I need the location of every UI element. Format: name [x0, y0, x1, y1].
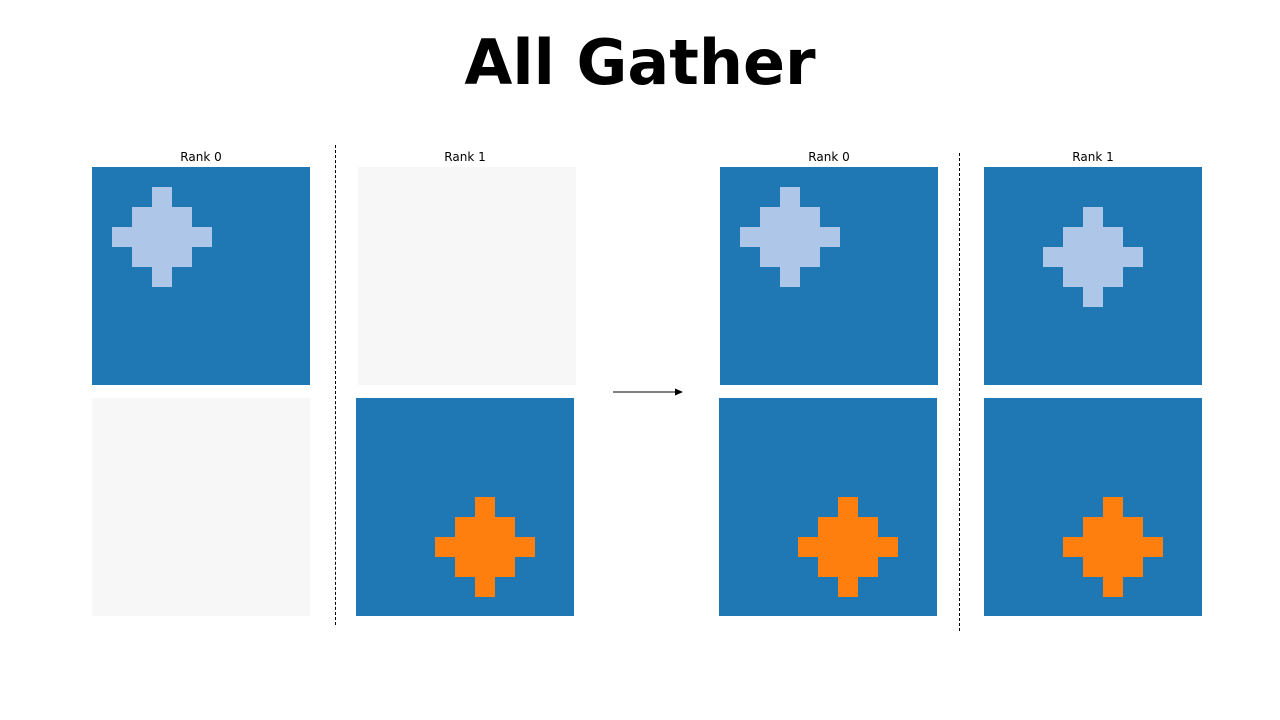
chunk-pixel-row	[152, 267, 172, 287]
before-rank1-label: Rank 1	[444, 150, 486, 164]
before-rank0-label: Rank 0	[180, 150, 222, 164]
light-blue-chunk	[112, 187, 212, 287]
chunk-pixel-row	[1103, 497, 1123, 517]
chunk-pixel-row	[455, 557, 515, 577]
before-rank1-top-tile-empty	[358, 167, 576, 385]
chunk-pixel-row	[780, 267, 800, 287]
before-rank0-top-tile	[92, 167, 310, 385]
before-rank0-bottom-tile-empty	[92, 398, 310, 616]
chunk-pixel-row	[132, 247, 192, 267]
chunk-pixel-row	[798, 537, 898, 557]
light-blue-chunk	[740, 187, 840, 287]
orange-chunk	[1063, 497, 1163, 597]
after-rank-divider	[959, 153, 960, 631]
chunk-pixel-row	[838, 497, 858, 517]
orange-chunk	[435, 497, 535, 597]
after-rank1-label: Rank 1	[1072, 150, 1114, 164]
transition-arrow	[613, 388, 683, 396]
chunk-pixel-row	[455, 517, 515, 537]
chunk-pixel-row	[1083, 557, 1143, 577]
chunk-pixel-row	[475, 577, 495, 597]
chunk-pixel-row	[1083, 287, 1103, 307]
orange-chunk	[798, 497, 898, 597]
chunk-pixel-row	[760, 207, 820, 227]
chunk-pixel-row	[152, 187, 172, 207]
light-blue-chunk	[1043, 207, 1143, 307]
chunk-pixel-row	[1083, 207, 1103, 227]
chunk-pixel-row	[1063, 267, 1123, 287]
before-rank1-bottom-tile	[356, 398, 574, 616]
after-rank1-bottom-tile	[984, 398, 1202, 616]
chunk-pixel-row	[132, 207, 192, 227]
chunk-pixel-row	[818, 557, 878, 577]
after-rank0-bottom-tile	[719, 398, 937, 616]
chunk-pixel-row	[1043, 247, 1143, 267]
chunk-pixel-row	[435, 537, 535, 557]
after-rank0-label: Rank 0	[808, 150, 850, 164]
chunk-pixel-row	[1063, 227, 1123, 247]
after-rank0-top-tile	[720, 167, 938, 385]
chunk-pixel-row	[780, 187, 800, 207]
chunk-pixel-row	[1063, 537, 1163, 557]
before-rank-divider	[335, 145, 336, 625]
chunk-pixel-row	[112, 227, 212, 247]
chunk-pixel-row	[475, 497, 495, 517]
chunk-pixel-row	[740, 227, 840, 247]
chunk-pixel-row	[1083, 517, 1143, 537]
chunk-pixel-row	[1103, 577, 1123, 597]
after-rank1-top-tile	[984, 167, 1202, 385]
chunk-pixel-row	[760, 247, 820, 267]
chunk-pixel-row	[838, 577, 858, 597]
diagram-title: All Gather	[464, 26, 816, 99]
chunk-pixel-row	[818, 517, 878, 537]
